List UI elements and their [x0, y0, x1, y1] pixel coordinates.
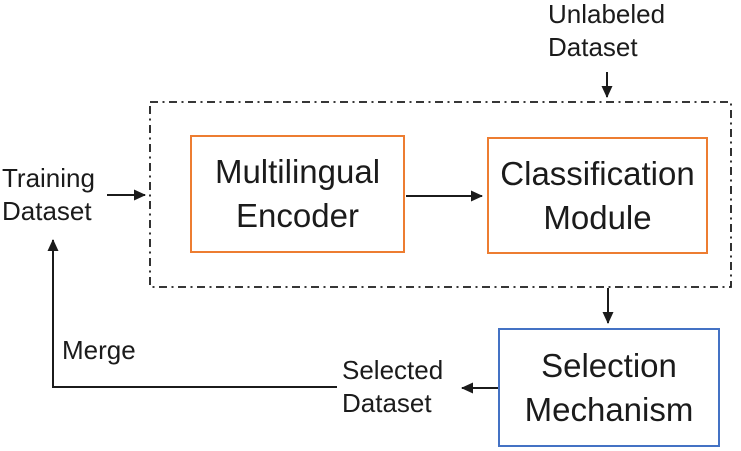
dashed-training-frame: [149, 101, 732, 288]
label-selected-dataset: Selected Dataset: [342, 354, 443, 420]
label-unlabeled-dataset: Unlabeled Dataset: [548, 0, 665, 64]
label-line: Dataset: [548, 32, 638, 62]
node-selection-mechanism: Selection Mechanism: [498, 328, 720, 447]
label-line: Selected: [342, 355, 444, 385]
label-merge: Merge: [62, 335, 136, 365]
node-label: Mechanism: [524, 390, 694, 428]
node-label: Selection: [541, 346, 677, 384]
label-training-dataset: Training Dataset: [2, 162, 95, 228]
label-line: Training: [2, 163, 95, 193]
node-classification-module: Classification Module: [487, 137, 708, 254]
arrow-merge-feedback: [47, 239, 337, 388]
node-label: Encoder: [236, 197, 359, 234]
node-label: Module: [543, 198, 652, 236]
node-multilingual-encoder: Multilingual Encoder: [190, 135, 405, 253]
label-line: Dataset: [2, 196, 92, 226]
label-line: Unlabeled: [548, 0, 666, 29]
node-label: Multilingual: [214, 153, 381, 190]
node-label: Classification: [500, 154, 695, 192]
label-line: Dataset: [342, 388, 432, 418]
